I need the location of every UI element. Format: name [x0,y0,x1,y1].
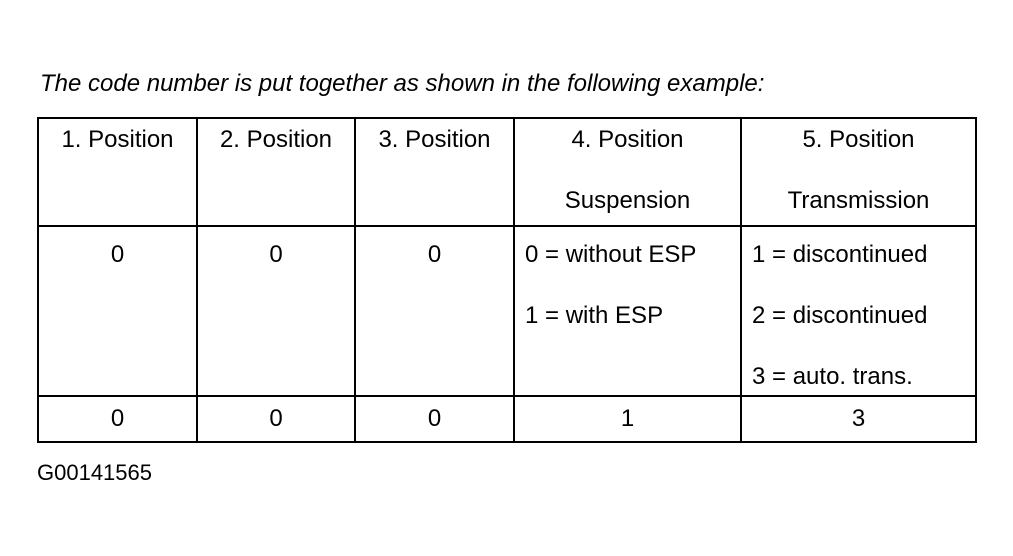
example-value: 0 [110,405,125,432]
option-cell-position-2: 0 [196,225,356,397]
options-row: 0 0 0 0 = without ESP 1 = with ESP 1 = d… [37,225,977,397]
example-value: 0 [427,405,442,432]
option-cell-position-3: 0 [354,225,515,397]
option-value: 0 [269,241,283,268]
example-value: 0 [269,405,283,432]
example-cell-position-4: 1 [513,395,742,443]
option-cell-position-5: 1 = discontinued 2 = discontinued 3 = au… [740,225,977,397]
header-cell-position-3: 3. Position [354,117,515,227]
option-value: 0 [110,241,125,268]
header-cell-position-1: 1. Position [37,117,198,227]
example-cell-position-3: 0 [354,395,515,443]
header-row: 1. Position 2. Position 3. Position 4. P… [37,117,977,227]
option-value: 1 = with ESP [525,302,664,329]
example-cell-position-2: 0 [196,395,356,443]
header-cell-position-5: 5. Position Transmission [740,117,977,227]
code-number-table: 1. Position 2. Position 3. Position 4. P… [37,117,977,443]
intro-text: The code number is put together as shown… [40,70,765,97]
example-cell-position-5: 3 [740,395,977,443]
example-value: 3 [851,405,866,432]
header-label: 1. Position [61,126,174,153]
option-value: 2 = discontinued [752,302,928,329]
example-cell-position-1: 0 [37,395,198,443]
header-cell-position-2: 2. Position [196,117,356,227]
header-label: 4. Position [571,126,684,153]
option-value: 3 = auto. trans. [752,363,913,390]
header-label: 5. Position [802,126,915,153]
example-row: 0 0 0 1 3 [37,395,977,443]
example-value: 1 [620,405,635,432]
figure-id: G00141565 [37,460,152,485]
option-value: 1 = discontinued [752,241,928,268]
option-cell-position-1: 0 [37,225,198,397]
header-sublabel: Transmission [787,187,930,214]
header-sublabel: Suspension [564,187,691,214]
header-cell-position-4: 4. Position Suspension [513,117,742,227]
option-cell-position-4: 0 = without ESP 1 = with ESP [513,225,742,397]
header-label: 3. Position [378,126,491,153]
option-value: 0 [427,241,442,268]
header-label: 2. Position [219,126,333,153]
option-value: 0 = without ESP [525,241,697,268]
